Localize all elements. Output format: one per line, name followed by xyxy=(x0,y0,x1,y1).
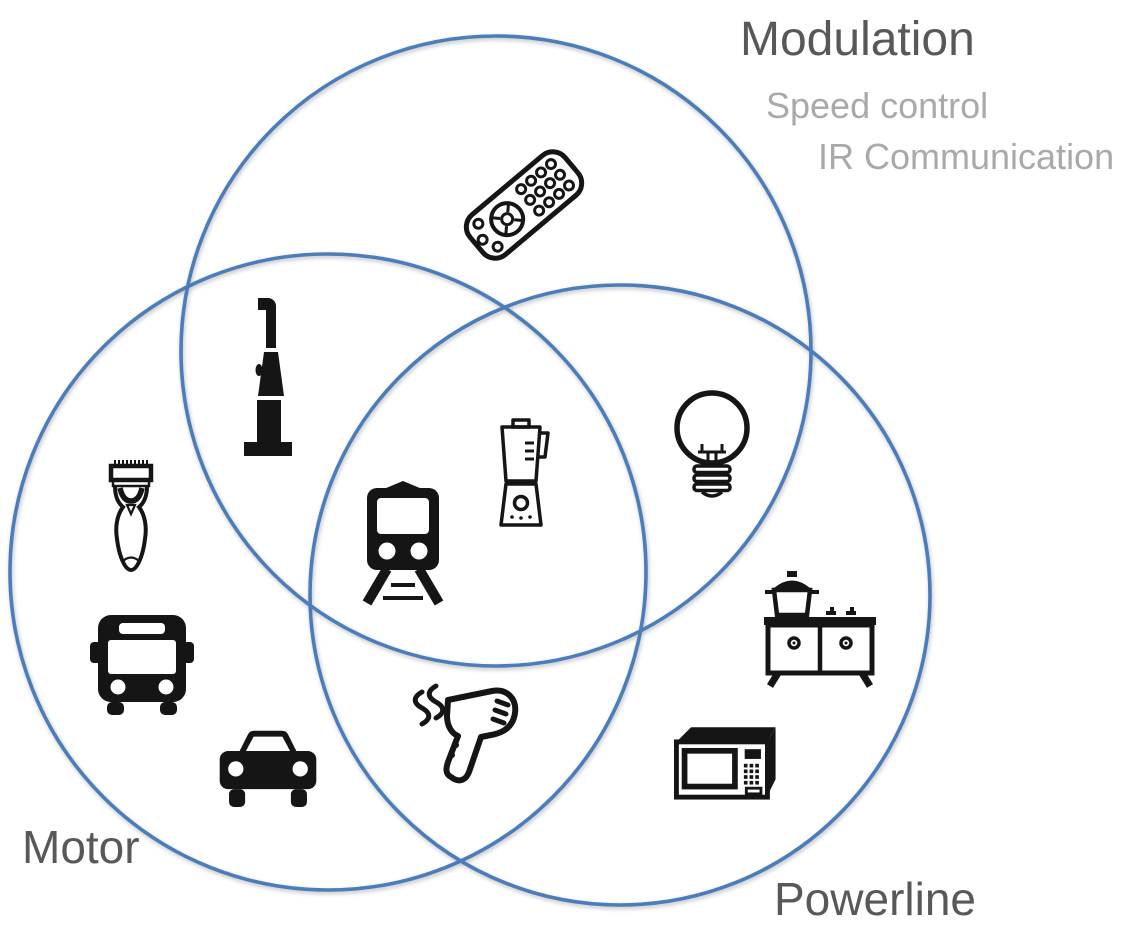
electric-toothbrush-icon xyxy=(242,296,294,458)
hair-dryer-icon xyxy=(406,676,524,784)
label-powerline: Powerline xyxy=(774,873,976,925)
label-speed-control: Speed control xyxy=(766,85,989,126)
blender-icon xyxy=(488,418,554,530)
stove-icon xyxy=(762,570,878,688)
bus-icon xyxy=(90,614,194,716)
motor-circle xyxy=(8,252,648,892)
label-motor: Motor xyxy=(22,821,140,873)
light-bulb-icon xyxy=(666,388,758,498)
powerline-circle xyxy=(308,283,932,907)
tv-remote-icon xyxy=(454,140,594,271)
label-ir-communication: IR Communication xyxy=(818,136,1115,177)
train-icon xyxy=(356,474,450,606)
label-modulation: Modulation xyxy=(740,13,975,66)
electric-shaver-icon xyxy=(106,458,156,574)
car-icon xyxy=(218,723,318,813)
microwave-icon xyxy=(673,724,779,802)
